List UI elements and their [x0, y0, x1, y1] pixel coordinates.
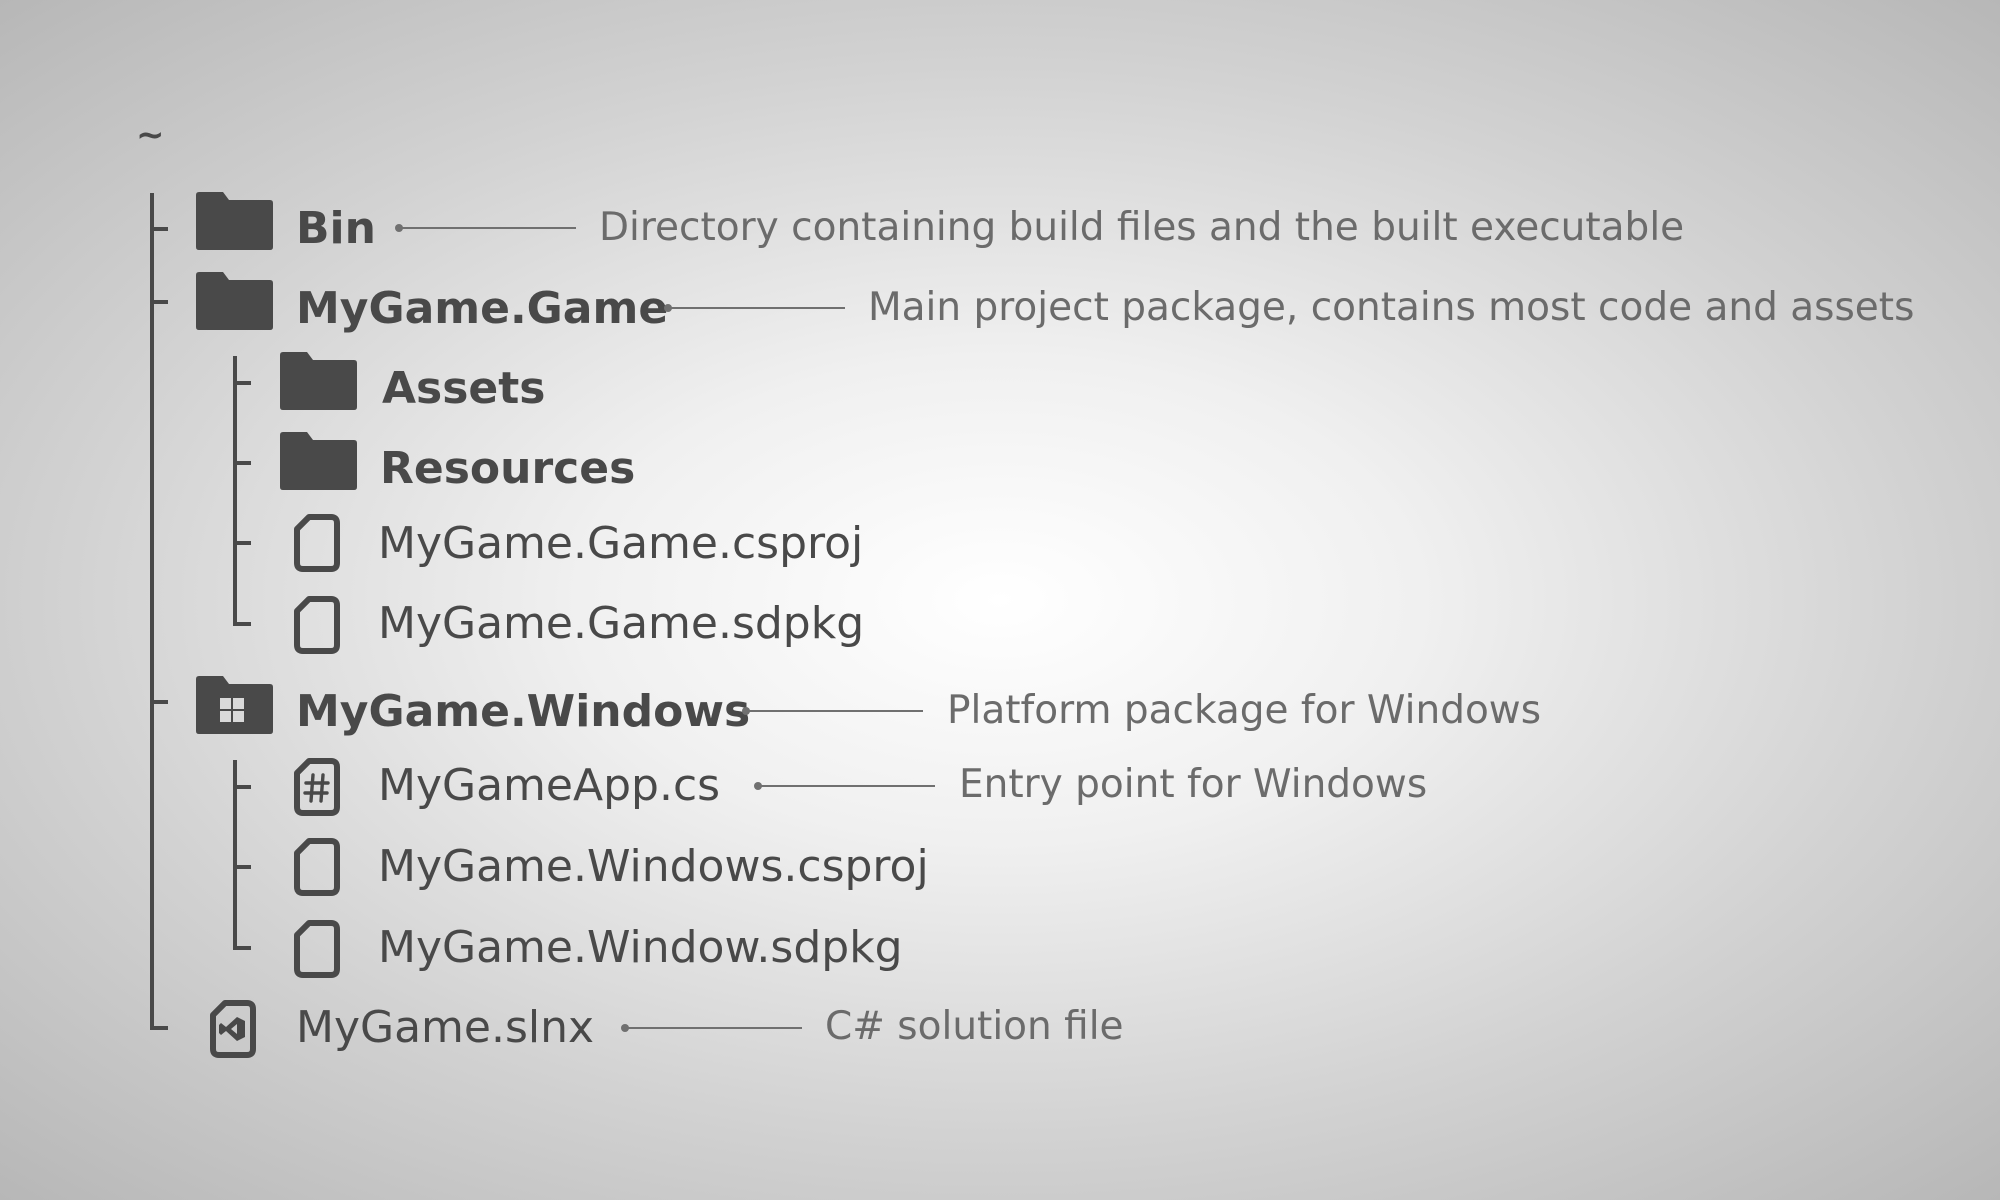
root-directory-label: ~	[136, 115, 165, 155]
tree-item-bin[interactable]: Bin	[296, 203, 376, 254]
tree-item-assets[interactable]: Assets	[382, 363, 546, 414]
annotation-leader-line	[621, 1024, 802, 1032]
annotation-mygame-slnx: C# solution file	[825, 1004, 1124, 1049]
tree-item-resources[interactable]: Resources	[380, 443, 636, 494]
tree-item-mygameapp-cs[interactable]: MyGameApp.cs	[378, 760, 721, 811]
annotation-mygame-windows: Platform package for Windows	[947, 688, 1542, 733]
file-icon	[294, 514, 340, 572]
visual-studio-solution-icon	[210, 1000, 256, 1058]
windows-folder-icon	[196, 676, 273, 734]
tree-item-mygame-slnx[interactable]: MyGame.slnx	[296, 1002, 595, 1053]
annotation-leader-line	[664, 304, 845, 312]
tree-item-mygame-game-sdpkg[interactable]: MyGame.Game.sdpkg	[378, 598, 865, 649]
tree-item-mygame-window-sdpkg[interactable]: MyGame.Window.sdpkg	[378, 922, 903, 973]
tree-item-mygame-game[interactable]: MyGame.Game	[296, 283, 669, 334]
csharp-file-icon	[294, 758, 340, 816]
annotation-leader-line	[395, 224, 576, 232]
annotation-mygame-game: Main project package, contains most code…	[868, 285, 1915, 330]
annotation-leader-line	[742, 707, 923, 715]
folder-icon	[196, 272, 273, 330]
tree-item-mygame-windows[interactable]: MyGame.Windows	[296, 686, 751, 737]
annotation-leader-line	[754, 782, 935, 790]
file-icon	[294, 920, 340, 978]
tree-item-mygame-game-csproj[interactable]: MyGame.Game.csproj	[378, 518, 864, 569]
annotation-bin: Directory containing build files and the…	[599, 205, 1685, 250]
file-icon	[294, 596, 340, 654]
file-icon	[294, 838, 340, 896]
tree-item-mygame-windows-csproj[interactable]: MyGame.Windows.csproj	[378, 841, 929, 892]
annotation-mygameapp-cs: Entry point for Windows	[959, 762, 1428, 807]
folder-icon	[196, 192, 273, 250]
folder-icon	[280, 432, 357, 490]
folder-icon	[280, 352, 357, 410]
